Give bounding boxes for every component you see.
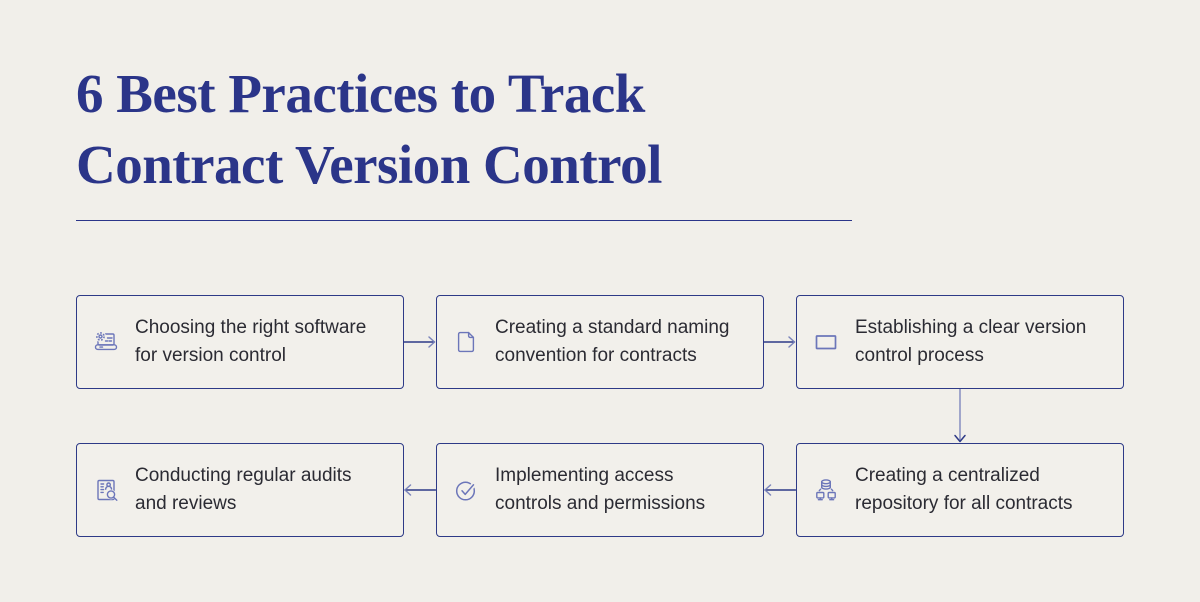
title-divider [76,220,852,221]
laptop-gear-icon [89,325,123,359]
step-label: Creating a standard naming convention fo… [495,317,730,366]
step-label: Implementing access controls and permiss… [495,465,706,514]
page-title-line-1: 6 Best Practices to Track [76,63,645,124]
step-box-access-controls: Implementing access controls and permiss… [436,443,764,537]
step-label: Establishing a clear version control pro… [855,317,1087,366]
step-box-central-repository: Creating a centralized repository for al… [796,443,1124,537]
step-box-version-process: Establishing a clear version control pro… [796,295,1124,389]
check-circle-icon [449,473,483,507]
arrow-right-step2-step3 [764,336,796,348]
arrow-left-step5-step6 [404,484,436,496]
window-icon [809,325,843,359]
step-label: Conducting regular audits and reviews [135,465,352,514]
step-box-audits-reviews: Conducting regular audits and reviews [76,443,404,537]
audit-search-icon [89,473,123,507]
arrow-left-step4-step5 [764,484,796,496]
database-network-icon [809,473,843,507]
step-label: Choosing the right software for version … [135,317,367,366]
arrow-down-step3-step4 [954,389,966,443]
document-icon [449,325,483,359]
arrow-right-step1-step2 [404,336,436,348]
step-box-choosing-software: Choosing the right software for version … [76,295,404,389]
step-box-naming-convention: Creating a standard naming convention fo… [436,295,764,389]
step-label: Creating a centralized repository for al… [855,465,1073,514]
page-title: 6 Best Practices to Track Contract Versi… [76,58,662,200]
page-title-line-2: Contract Version Control [76,134,662,195]
